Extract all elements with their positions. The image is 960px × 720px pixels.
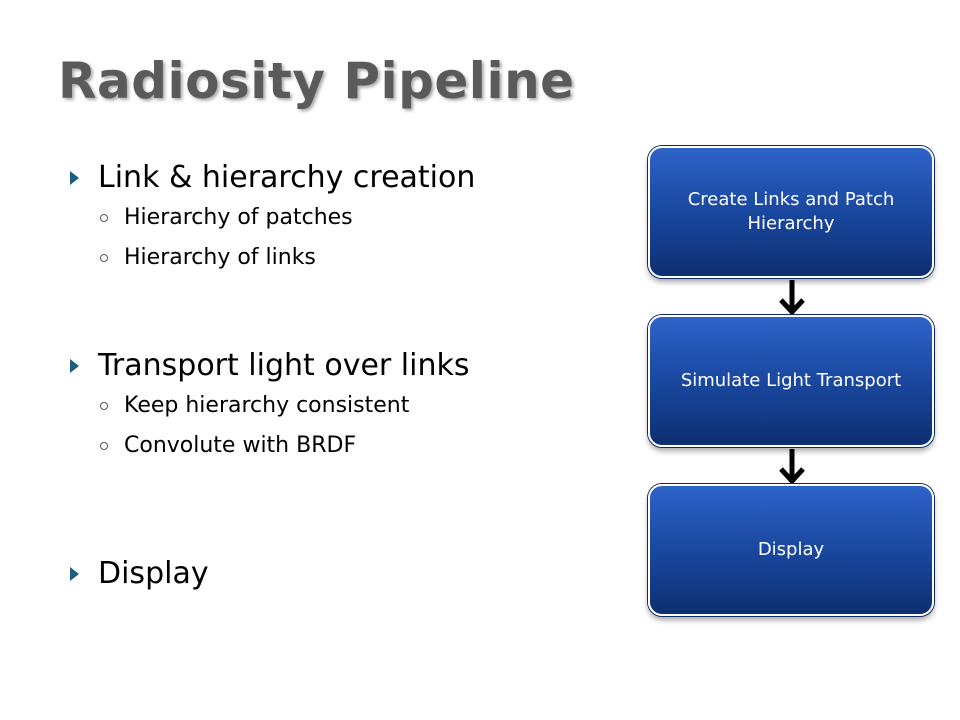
sub-bullet-text: Hierarchy of links xyxy=(124,245,316,270)
bullet-group-3: Display xyxy=(70,554,209,594)
ring-bullet-icon xyxy=(100,442,108,450)
sub-bullet-text: Hierarchy of patches xyxy=(124,205,353,230)
ring-bullet-icon xyxy=(100,402,108,410)
step-create-links-label: Create Links and Patch Hierarchy xyxy=(687,189,895,234)
bullet-2: Transport light over links xyxy=(70,346,469,386)
bullet-group-2: Transport light over links Keep hierarch… xyxy=(70,346,469,466)
sub-bullet-text: Convolute with BRDF xyxy=(124,433,357,458)
down-arrow-icon xyxy=(779,280,805,316)
bullet-arrow-icon xyxy=(70,567,79,581)
bullet-3: Display xyxy=(70,554,209,594)
bullet-arrow-icon xyxy=(70,359,79,373)
bullet-2-text: Transport light over links xyxy=(98,348,470,383)
bullet-arrow-icon xyxy=(70,171,79,185)
slide-title: Radiosity Pipeline xyxy=(58,52,575,110)
sub-bullet-text: Keep hierarchy consistent xyxy=(124,393,410,418)
step-create-links: Create Links and Patch Hierarchy xyxy=(648,146,934,278)
bullet-1: Link & hierarchy creation xyxy=(70,158,475,198)
sub-bullet: Convolute with BRDF xyxy=(70,426,469,466)
ring-bullet-icon xyxy=(100,214,108,222)
ring-bullet-icon xyxy=(100,254,108,262)
sub-bullet: Keep hierarchy consistent xyxy=(70,386,469,426)
step-display: Display xyxy=(648,484,934,616)
sub-bullet: Hierarchy of patches xyxy=(70,198,475,238)
sub-bullet: Hierarchy of links xyxy=(70,238,475,278)
bullet-group-1: Link & hierarchy creation Hierarchy of p… xyxy=(70,158,475,278)
step-simulate-light: Simulate Light Transport xyxy=(648,315,934,447)
bullet-3-text: Display xyxy=(98,556,209,591)
bullet-1-text: Link & hierarchy creation xyxy=(98,160,476,195)
step-display-label: Display xyxy=(757,539,825,560)
step-simulate-light-label: Simulate Light Transport xyxy=(680,370,902,391)
down-arrow-icon xyxy=(779,449,805,485)
